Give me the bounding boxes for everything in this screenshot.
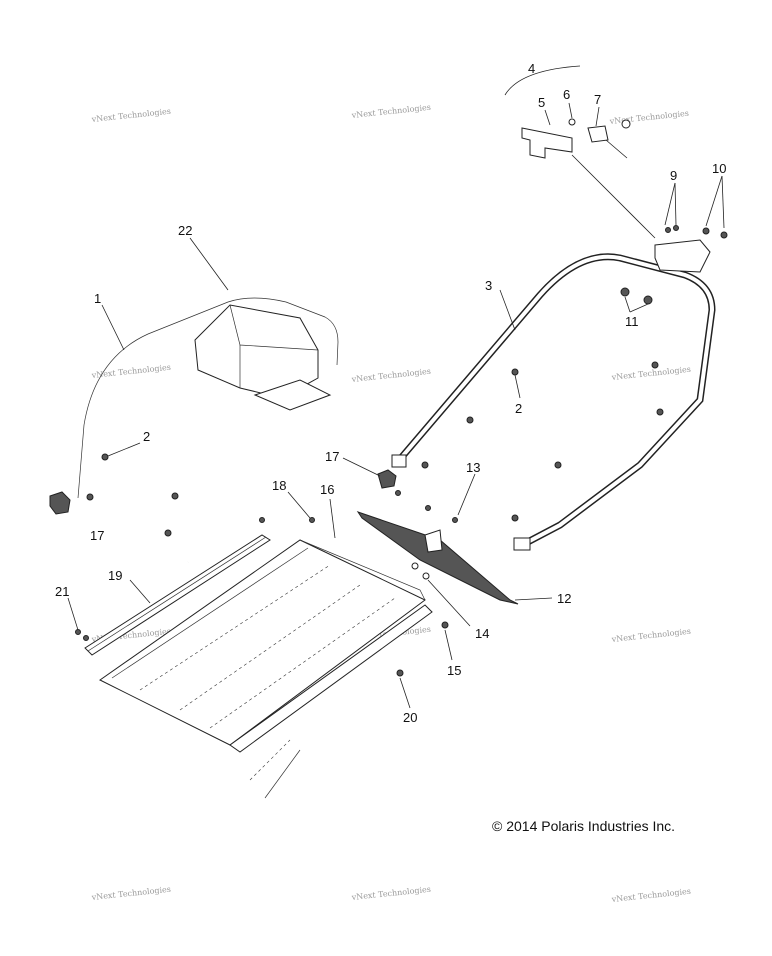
bolt xyxy=(425,505,431,511)
bolt xyxy=(83,635,89,641)
part-22-pad xyxy=(194,304,332,411)
callout-3: 3 xyxy=(485,278,492,293)
callout-20: 20 xyxy=(403,710,417,725)
watermark: vNext Technologies xyxy=(610,887,691,904)
bolt xyxy=(702,227,710,235)
part-12-bracket xyxy=(356,511,519,605)
bolt xyxy=(259,517,265,523)
watermark: vNext Technologies xyxy=(350,367,431,384)
frame-end-cap xyxy=(391,454,407,468)
part-1-backrest-frame xyxy=(58,278,355,563)
bolt xyxy=(75,629,81,635)
part-6-bolt xyxy=(568,118,576,126)
nut xyxy=(620,287,630,297)
callout-5: 5 xyxy=(538,95,545,110)
callout-11: 11 xyxy=(625,314,639,329)
callout-9: 9 xyxy=(670,168,677,183)
watermark: vNext Technologies xyxy=(90,363,171,380)
callout-12: 12 xyxy=(557,591,571,606)
bolt xyxy=(395,490,401,496)
part-7-hinge-plate xyxy=(587,119,631,159)
copyright-notice: © 2014 Polaris Industries Inc. xyxy=(492,818,676,834)
bolt xyxy=(396,669,404,677)
part-17-block-right xyxy=(377,469,397,489)
part-16-deck xyxy=(99,539,433,799)
watermark: vNext Technologies xyxy=(610,365,691,382)
callout-10: 10 xyxy=(712,161,726,176)
bolt xyxy=(554,461,562,469)
watermark: vNext Technologies xyxy=(90,107,171,124)
callout-17: 17 xyxy=(325,449,339,464)
bolt xyxy=(441,621,449,629)
callout-14: 14 xyxy=(475,626,489,641)
callout-2: 2 xyxy=(515,401,522,416)
callout-21: 21 xyxy=(55,584,69,599)
part-hinge-mount xyxy=(654,239,711,273)
nut xyxy=(643,295,653,305)
bolt xyxy=(720,231,728,239)
washer xyxy=(411,562,419,570)
callout-15: 15 xyxy=(447,663,461,678)
bolt xyxy=(511,514,519,522)
washer xyxy=(665,227,671,233)
watermark: vNext Technologies xyxy=(350,885,431,902)
callout-16: 16 xyxy=(320,482,334,497)
callout-19: 19 xyxy=(108,568,122,583)
bolt xyxy=(101,453,109,461)
watermark: vNext Technologies xyxy=(608,109,689,126)
bolt xyxy=(421,461,429,469)
bolt xyxy=(171,492,179,500)
callout-7: 7 xyxy=(594,92,601,107)
frame-end-cap xyxy=(513,537,531,551)
watermark: vNext Technologies xyxy=(350,103,431,120)
washer xyxy=(673,225,679,231)
bolt xyxy=(309,517,315,523)
bolt xyxy=(466,416,474,424)
part-3-right-frame xyxy=(391,253,716,551)
fastener-group xyxy=(75,225,728,677)
bolt xyxy=(656,408,664,416)
part-17-block-left xyxy=(49,491,71,515)
watermark: vNext Technologies xyxy=(610,627,691,644)
callout-2: 2 xyxy=(143,429,150,444)
bolt xyxy=(511,368,519,376)
leader-lines xyxy=(67,65,725,709)
callout-13: 13 xyxy=(466,460,480,475)
callout-6: 6 xyxy=(563,87,570,102)
bolt xyxy=(651,361,659,369)
callout-4: 4 xyxy=(528,61,535,76)
callout-1: 1 xyxy=(94,291,101,306)
part-5-hinge xyxy=(521,127,573,159)
watermark: vNext Technologies xyxy=(90,885,171,902)
part-19-rail xyxy=(84,534,271,656)
callout-17: 17 xyxy=(90,528,104,543)
bolt xyxy=(452,517,458,523)
callouts: 1 2 2 3 4 5 6 7 9 10 11 12 13 14 15 16 1… xyxy=(55,61,726,725)
callout-22: 22 xyxy=(178,223,192,238)
washer xyxy=(422,572,430,580)
callout-18: 18 xyxy=(272,478,286,493)
bolt xyxy=(86,493,94,501)
bolt xyxy=(164,529,172,537)
